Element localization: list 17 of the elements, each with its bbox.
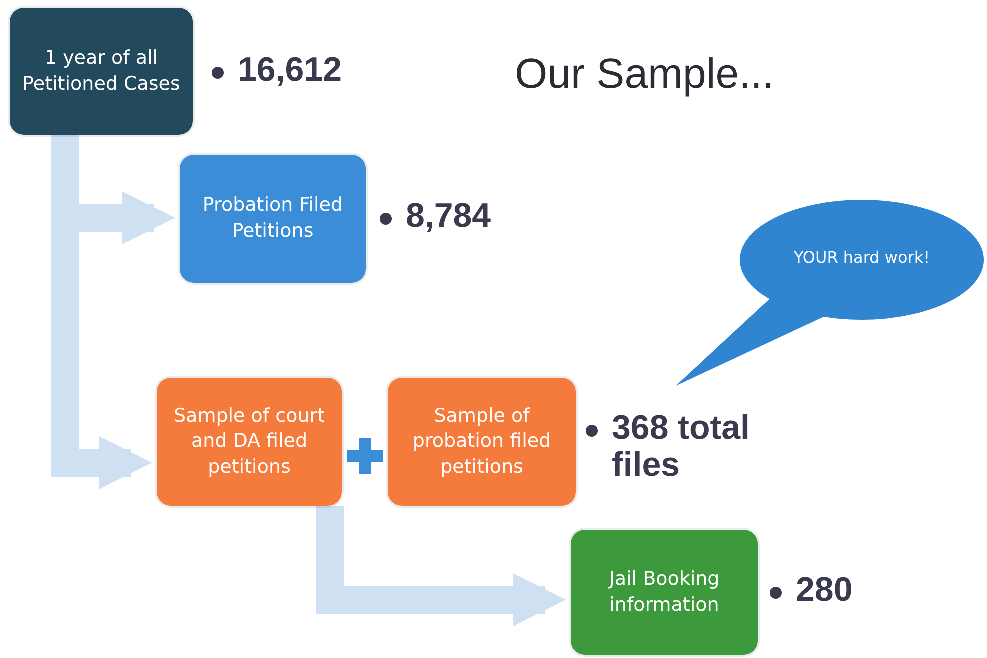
arrow bbox=[316, 506, 566, 627]
box-text: Probation Filed Petitions bbox=[202, 193, 344, 244]
process-box bbox=[10, 8, 193, 135]
value-label: 8,784 bbox=[380, 198, 492, 236]
value-label: 368 total files bbox=[586, 410, 812, 485]
process-box bbox=[388, 378, 576, 506]
box-text: Jail Booking information bbox=[607, 566, 721, 618]
process-box bbox=[157, 378, 342, 506]
box-text: 1 year of all Petitioned Cases bbox=[22, 46, 181, 96]
process-box bbox=[180, 155, 366, 283]
title: Our Sample... bbox=[515, 50, 774, 98]
value-label: 16,612 bbox=[212, 52, 342, 90]
box-text: Sample of court and DA filed petitions bbox=[172, 404, 326, 480]
process-box bbox=[571, 530, 758, 655]
bubble-text: YOUR hard work! bbox=[792, 248, 932, 267]
value-label: 280 bbox=[770, 572, 853, 610]
box-text: Sample of probation filed petitions bbox=[412, 404, 552, 480]
